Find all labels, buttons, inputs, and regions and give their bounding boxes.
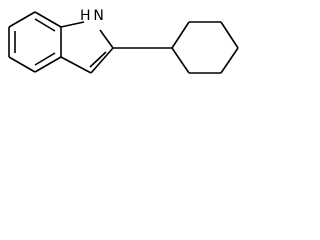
double-bond-inner xyxy=(34,52,56,66)
pyrrole-ring xyxy=(60,21,114,74)
bond xyxy=(34,56,62,73)
bond xyxy=(171,21,190,49)
bond xyxy=(60,56,92,74)
cyclohexane-ring xyxy=(171,21,239,74)
bond xyxy=(34,11,62,28)
molecule-structure: H N xyxy=(8,8,239,74)
bond xyxy=(90,47,114,74)
double-bond-inner xyxy=(89,51,107,68)
nh-label: H N xyxy=(80,8,104,24)
bond xyxy=(60,21,85,28)
bond xyxy=(220,21,239,49)
bond xyxy=(8,56,36,73)
benzene-ring xyxy=(8,11,62,73)
bond xyxy=(99,29,114,49)
bond xyxy=(8,11,36,28)
double-bond-inner xyxy=(34,18,56,32)
bond xyxy=(220,47,239,74)
bond xyxy=(171,47,190,74)
